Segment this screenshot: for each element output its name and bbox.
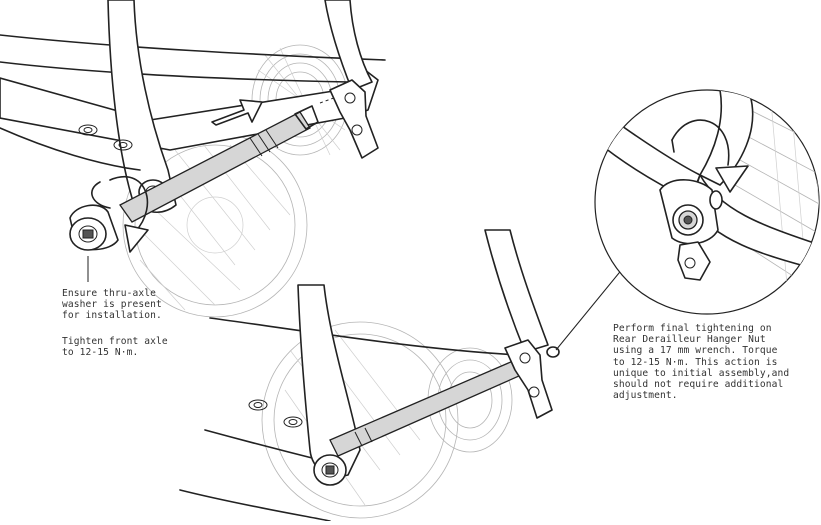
insert-direction-arrow-icon [211, 99, 263, 126]
axle-head [69, 204, 119, 251]
detail-leader-line [555, 261, 629, 351]
installed-thru-axle [329, 357, 529, 457]
tighten-rotation-arrow-icon [671, 119, 749, 193]
seat-stay-2 [324, 0, 373, 91]
thru-axle [119, 105, 319, 223]
hanger-torque-note: Perform final tightening on Rear Deraill… [613, 323, 790, 402]
frame-eyelets [78, 124, 133, 151]
washer-note: Ensure thru-axle washer is present for i… [62, 288, 162, 322]
detail-magnifier [594, 89, 820, 315]
rotate-arrow-icon [91, 176, 149, 253]
axle-torque-note: Tighten front axle to 12-15 N·m. [62, 336, 168, 359]
derailleur-hanger [329, 79, 379, 159]
bottom-scene [179, 229, 629, 522]
seat-stay-bottom-right [484, 229, 549, 353]
seat-stay [107, 0, 177, 213]
top-scene [0, 0, 386, 318]
